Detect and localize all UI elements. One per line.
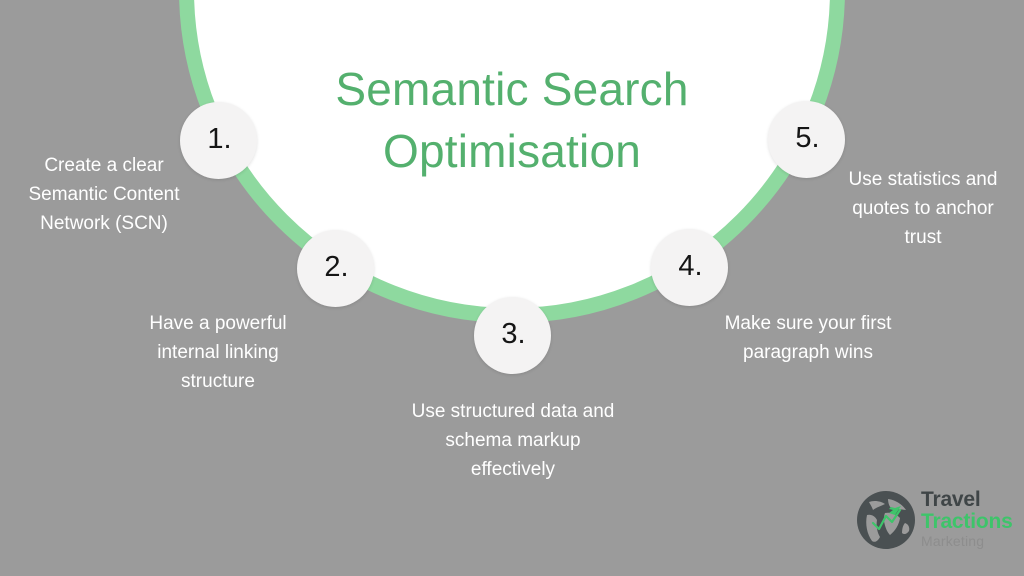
step-number-1: 1. [207,123,232,155]
step-number-5: 5. [795,122,820,154]
step-caption-1: Create a clear Semantic Content Network … [28,155,180,234]
logo-line-travel: Travel [921,488,981,511]
step-bubble-3[interactable]: 3. [474,297,551,374]
step-caption-5: Use statistics and quotes to anchor trus… [848,169,998,248]
step-bubble-1[interactable]: 1. [180,102,257,179]
step-caption-2: Have a powerful internal linking structu… [149,313,287,392]
step-bubble-4[interactable]: 4. [651,229,728,306]
logo-line-tractions: Tractions [921,510,1013,533]
step-bubble-5[interactable]: 5. [768,101,845,178]
logo-wordmark: Travel Tractions Marketing [921,489,1017,548]
step-number-4: 4. [678,250,703,282]
brand-logo[interactable]: Travel Tractions Marketing [855,483,1015,561]
step-number-3: 3. [501,318,526,350]
step-number-2: 2. [324,251,349,283]
step-caption-3: Use structured data and schema markup ef… [411,401,615,480]
step-caption-4: Make sure your first paragraph wins [724,313,892,363]
logo-line-marketing: Marketing [921,533,985,549]
globe-icon [855,489,917,551]
step-bubble-2[interactable]: 2. [297,230,374,307]
page-title: Semantic Search Optimisation [335,63,689,178]
